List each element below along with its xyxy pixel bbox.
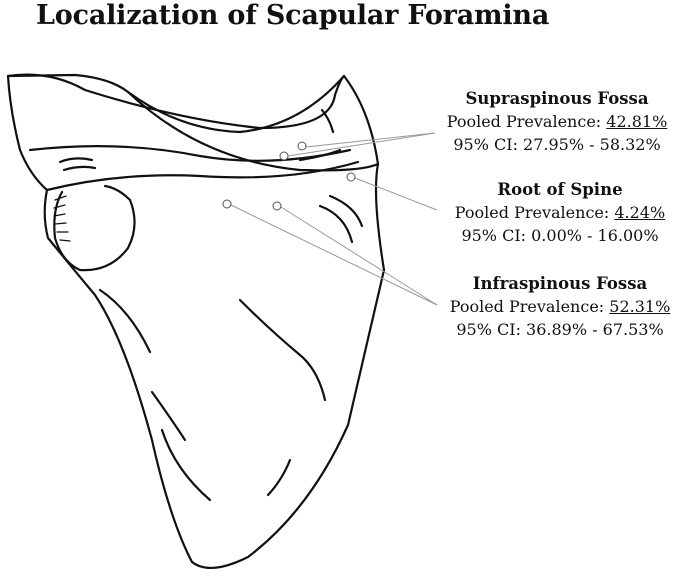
label-root-of-spine: Root of Spine Pooled Prevalence: 4.24% 9… <box>440 178 680 247</box>
prevalence-line: Pooled Prevalence: 4.24% <box>440 201 680 224</box>
confidence-interval: 95% CI: 27.95% - 58.32% <box>453 135 661 154</box>
prevalence-value: 52.31% <box>609 297 671 316</box>
label-supraspinous-fossa: Supraspinous Fossa Pooled Prevalence: 42… <box>437 87 677 156</box>
leader-infraspinous-2 <box>280 206 438 306</box>
region-name: Root of Spine <box>497 180 623 199</box>
glenoid <box>53 184 136 272</box>
label-infraspinous-fossa: Infraspinous Fossa Pooled Prevalence: 52… <box>440 272 680 341</box>
prevalence-value: 4.24% <box>614 203 666 222</box>
confidence-interval: 95% CI: 36.89% - 67.53% <box>456 320 664 339</box>
leader-root-of-spine <box>354 177 438 211</box>
acromion <box>6 73 346 130</box>
foramen-marker-infraspinous-2 <box>272 201 282 211</box>
leader-infraspinous-1 <box>230 204 438 306</box>
foramen-marker-supraspinous-2 <box>279 151 289 161</box>
prevalence-label: Pooled Prevalence: <box>454 203 610 222</box>
prevalence-label: Pooled Prevalence: <box>446 112 602 131</box>
diagram-title: Localization of Scapular Foramina <box>36 0 550 31</box>
leader-supraspinous-2 <box>287 132 436 157</box>
leader-supraspinous-1 <box>305 132 436 148</box>
region-name: Infraspinous Fossa <box>472 274 648 293</box>
superior-border <box>126 74 380 166</box>
prevalence-line: Pooled Prevalence: 52.31% <box>440 295 680 318</box>
region-name: Supraspinous Fossa <box>465 89 649 108</box>
scapular-spine <box>28 145 352 162</box>
confidence-interval: 95% CI: 0.00% - 16.00% <box>461 226 659 245</box>
foramen-marker-supraspinous-1 <box>297 141 307 151</box>
prevalence-line: Pooled Prevalence: 42.81% <box>437 110 677 133</box>
prevalence-label: Pooled Prevalence: <box>449 297 605 316</box>
foramen-marker-infraspinous-1 <box>222 199 232 209</box>
foramen-marker-root-of-spine <box>346 172 356 182</box>
scapula-outline <box>6 73 386 569</box>
prevalence-value: 42.81% <box>606 112 668 131</box>
spine-lower-edge <box>45 160 360 192</box>
